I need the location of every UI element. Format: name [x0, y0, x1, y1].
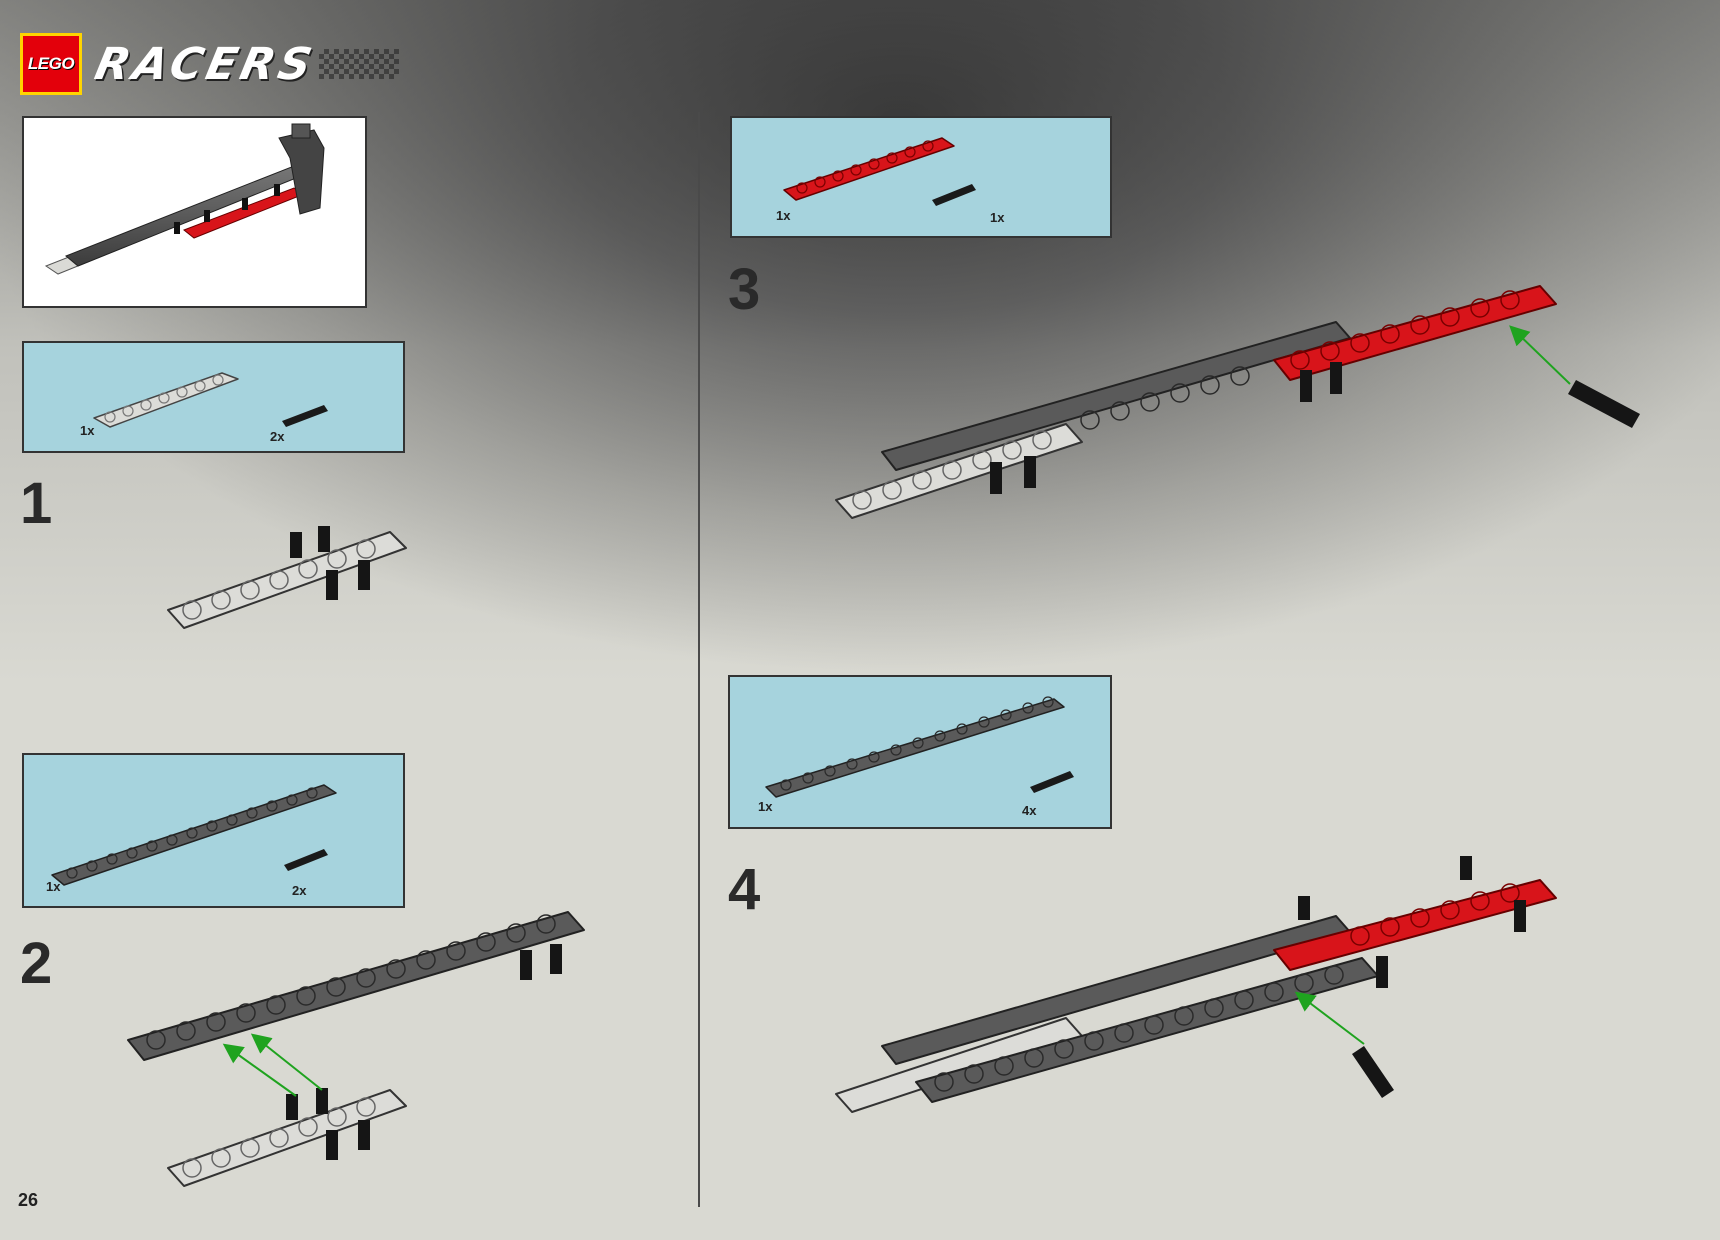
- checkered-flag-icon: [318, 49, 399, 79]
- parts-illustration: [51, 784, 337, 886]
- parts-illustration: [783, 137, 976, 206]
- step-number: 3: [728, 257, 761, 322]
- step-number: 1: [20, 471, 53, 536]
- part-quantity: 1x: [46, 879, 61, 894]
- part-quantity: 1x: [758, 799, 773, 814]
- part-quantity: 4x: [1022, 803, 1037, 818]
- header: LEGO RACERS: [20, 33, 399, 95]
- step-3-assembly: [835, 285, 1640, 519]
- parts-illustration: [765, 696, 1074, 798]
- page-divider: [698, 112, 700, 1207]
- part-quantity: 1x: [80, 423, 95, 438]
- step-2-assembly: [127, 911, 585, 1187]
- model-preview-image: [44, 123, 325, 275]
- step-4-assembly: [835, 856, 1557, 1113]
- part-quantity: 1x: [776, 208, 791, 223]
- part-quantity: 2x: [292, 883, 307, 898]
- step-number: 2: [20, 931, 53, 996]
- step-1-assembly: [167, 526, 407, 629]
- parts-box-step-3: 1x 1x: [730, 116, 1112, 238]
- model-preview: [22, 116, 367, 308]
- parts-box-step-4: 1x 4x: [728, 675, 1112, 829]
- step-number: 4: [728, 857, 761, 922]
- parts-box-step-1: 1x 2x: [22, 341, 405, 453]
- parts-box-step-2: 1x 2x: [22, 753, 405, 908]
- page-number: 26: [18, 1190, 39, 1210]
- part-quantity: 1x: [990, 210, 1005, 225]
- parts-illustration: [93, 372, 328, 428]
- lego-logo: LEGO: [20, 33, 82, 95]
- part-quantity: 2x: [270, 429, 285, 444]
